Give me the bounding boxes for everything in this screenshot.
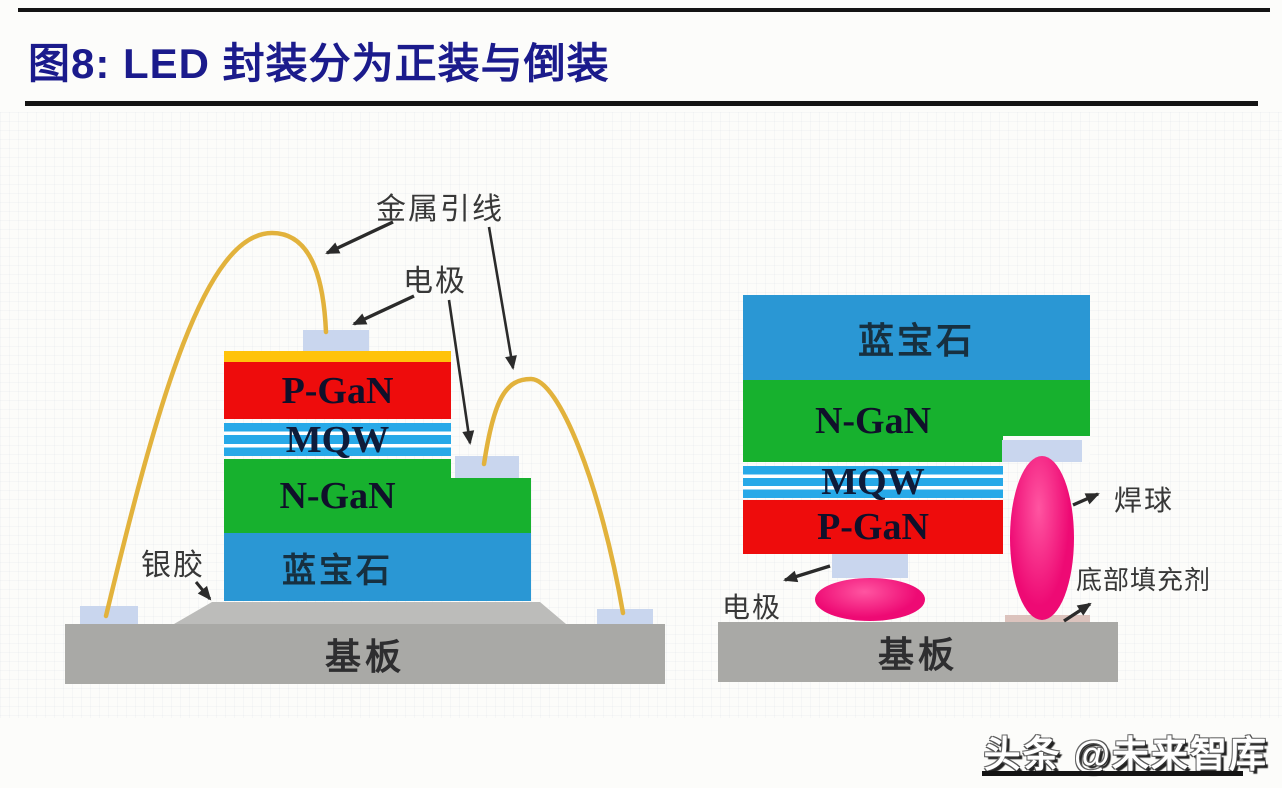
solder-ball-vertical xyxy=(1010,456,1074,620)
top-electrode-pad xyxy=(303,330,369,351)
left-n-gan-label: N-GaN xyxy=(279,475,396,517)
silver-glue-layer xyxy=(174,602,566,624)
left-mqw-layer: MQW xyxy=(224,419,451,461)
right-electrode-callout: 电极 xyxy=(722,593,783,624)
left-sapphire-label: 蓝宝石 xyxy=(282,552,393,590)
current-spreading-layer xyxy=(224,351,451,362)
title-rule xyxy=(25,101,1258,106)
right-mqw-layer: MQW xyxy=(743,461,1003,503)
left-p-gan-label: P-GaN xyxy=(281,369,394,412)
top-rule xyxy=(18,8,1270,12)
solder-ball-callout: 焊球 xyxy=(1114,486,1175,517)
right-substrate: 基板 xyxy=(718,622,1118,682)
left-p-gan-layer: P-GaN xyxy=(224,362,451,419)
left-substrate-label: 基板 xyxy=(324,637,405,677)
left-electrode-callout: 电极 xyxy=(403,265,467,298)
left-mqw-label: MQW xyxy=(285,418,390,461)
metal-wire-callout: 金属引线 xyxy=(376,193,504,226)
watermark: 头条 @未来智库 xyxy=(983,734,1268,775)
right-p-gan-label: P-GaN xyxy=(817,506,929,548)
right-p-gan-layer: P-GaN xyxy=(743,500,1003,554)
figure-title: 图8: LED 封装分为正装与倒装 xyxy=(28,40,610,87)
left-n-gan-step xyxy=(451,478,531,533)
left-sapphire-layer: 蓝宝石 xyxy=(224,533,531,601)
right-n-gan-label: N-GaN xyxy=(814,400,932,442)
solder-ball-horizontal xyxy=(815,578,925,621)
right-mqw-label: MQW xyxy=(821,461,925,503)
bottom-electrode-pad xyxy=(832,554,908,578)
right-sapphire-label: 蓝宝石 xyxy=(857,320,975,361)
watermark-rule xyxy=(982,771,1243,776)
substrate-pad-right xyxy=(597,609,653,625)
silver-glue-callout: 银胶 xyxy=(141,549,205,582)
step-electrode-pad xyxy=(455,456,519,478)
substrate-pad-left xyxy=(80,606,138,624)
left-substrate: 基板 xyxy=(65,624,665,684)
right-n-gan-layer: N-GaN xyxy=(743,380,1090,462)
left-n-gan-layer: N-GaN xyxy=(224,459,451,533)
right-substrate-label: 基板 xyxy=(877,635,958,675)
right-step-electrode-pad xyxy=(1002,440,1082,462)
underfill-callout: 底部填充剂 xyxy=(1076,566,1212,595)
right-sapphire-layer: 蓝宝石 xyxy=(743,295,1090,380)
